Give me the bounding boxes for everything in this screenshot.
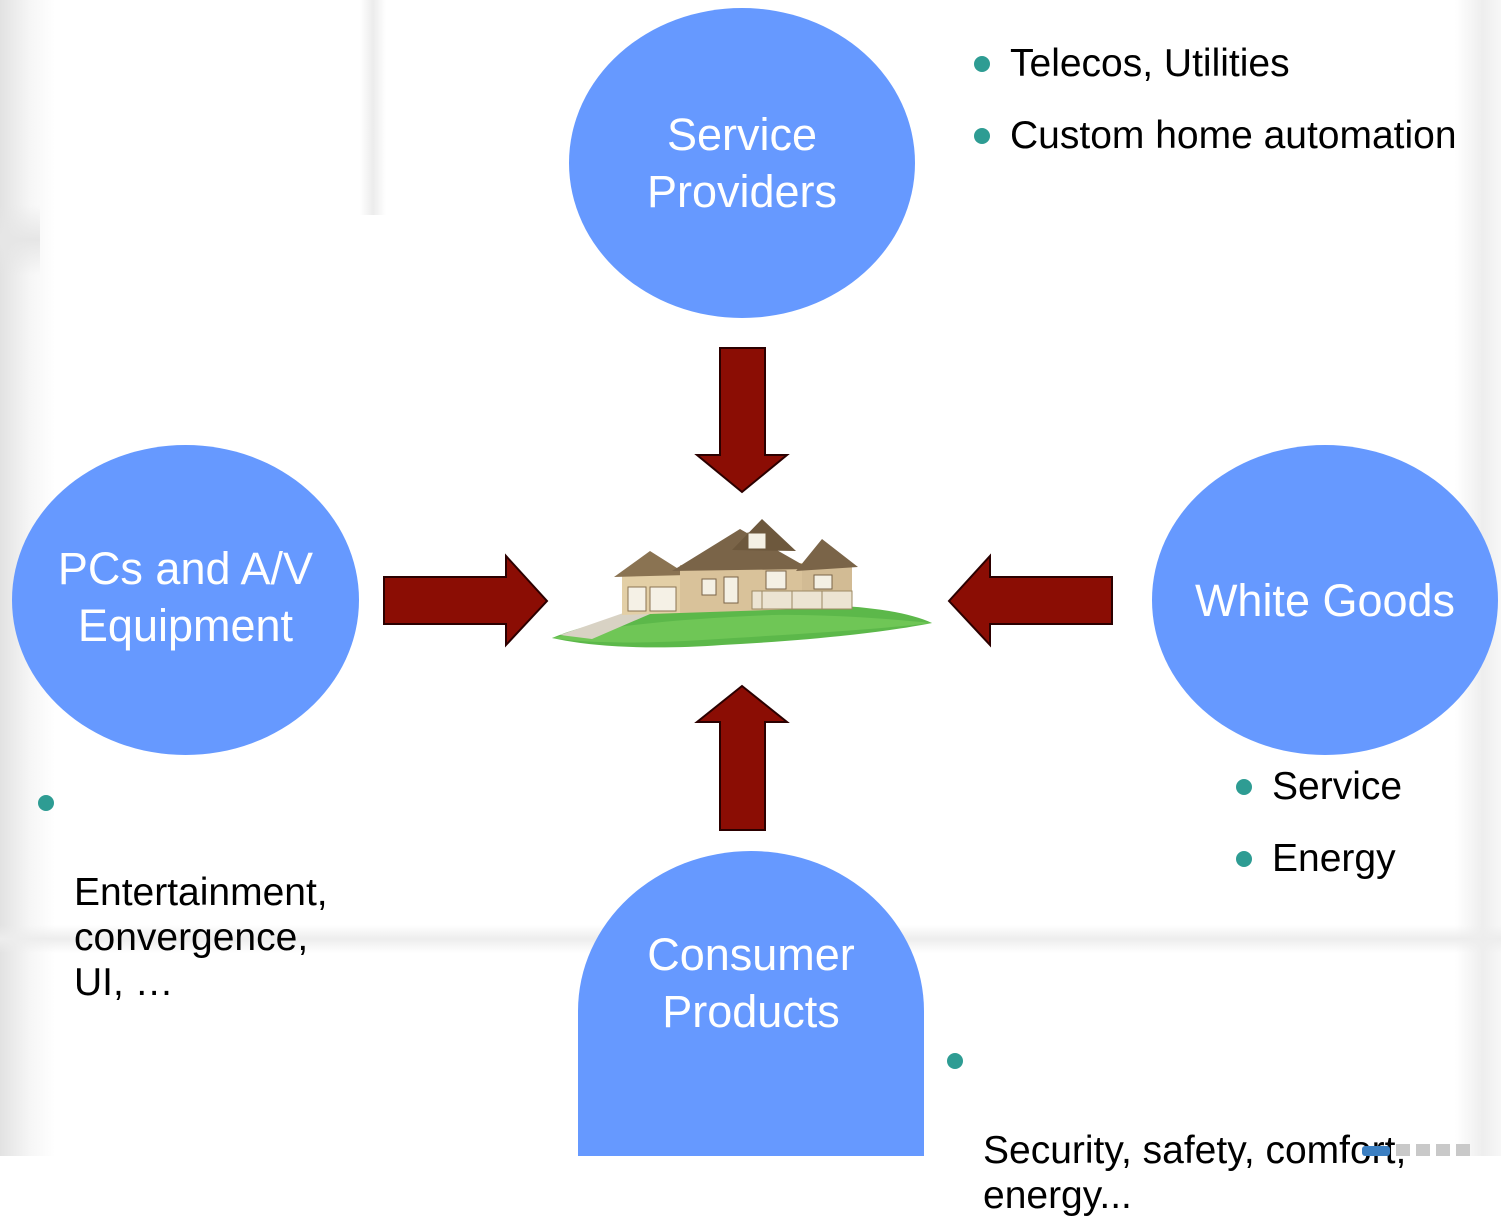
node-service-providers-label: Service Providers	[646, 109, 838, 217]
node-consumer-products: Consumer Products	[578, 851, 924, 1156]
arrow-left-icon	[947, 553, 1113, 648]
list-item: Energy	[1232, 836, 1402, 881]
node-service-providers: Service Providers	[569, 8, 915, 318]
arrow-up-icon	[694, 684, 790, 831]
bullet-icon	[974, 128, 990, 144]
bullet-icon	[1236, 779, 1252, 795]
node-consumer-products-label: Consumer Products	[647, 928, 855, 1037]
bullet-text: Entertainment, convergence, UI, …	[74, 871, 328, 1004]
list-item: Custom home automation	[970, 113, 1457, 158]
logo-fragment-icon	[1362, 1144, 1470, 1156]
bullet-icon	[1236, 851, 1252, 867]
house-icon	[552, 519, 932, 648]
bullet-icon	[974, 56, 990, 72]
node-pcs-av-equipment: PCs and A/V Equipment	[12, 445, 359, 755]
bullet-text: Telecos, Utilities	[1010, 42, 1290, 85]
bullet-text: Custom home automation	[1010, 114, 1457, 157]
bullet-icon	[38, 795, 54, 811]
bullet-text: Security, safety, comfort, energy...	[983, 1129, 1407, 1217]
bullets-consumer-products: Security, safety, comfort, energy...	[943, 1038, 1406, 1218]
list-item: Telecos, Utilities	[970, 41, 1457, 86]
bullets-white-goods: Service Energy	[1232, 764, 1402, 881]
arrow-right-icon	[383, 553, 549, 648]
list-item: Entertainment, convergence, UI, …	[34, 780, 328, 1005]
bullet-text: Energy	[1272, 837, 1396, 880]
bullets-pcs-av: Entertainment, convergence, UI, …	[34, 780, 328, 1005]
arrow-down-icon	[694, 347, 790, 494]
bullet-text: Service	[1272, 765, 1403, 808]
node-white-goods-label: White Goods	[1194, 574, 1456, 626]
list-item: Security, safety, comfort, energy...	[943, 1038, 1406, 1218]
node-white-goods: White Goods	[1152, 445, 1498, 755]
bullet-icon	[947, 1053, 963, 1069]
bullets-service-providers: Telecos, Utilities Custom home automatio…	[970, 41, 1457, 158]
node-pcs-av-equipment-label: PCs and A/V Equipment	[57, 543, 314, 651]
list-item: Service	[1232, 764, 1402, 809]
arrows-layer	[383, 347, 1113, 831]
